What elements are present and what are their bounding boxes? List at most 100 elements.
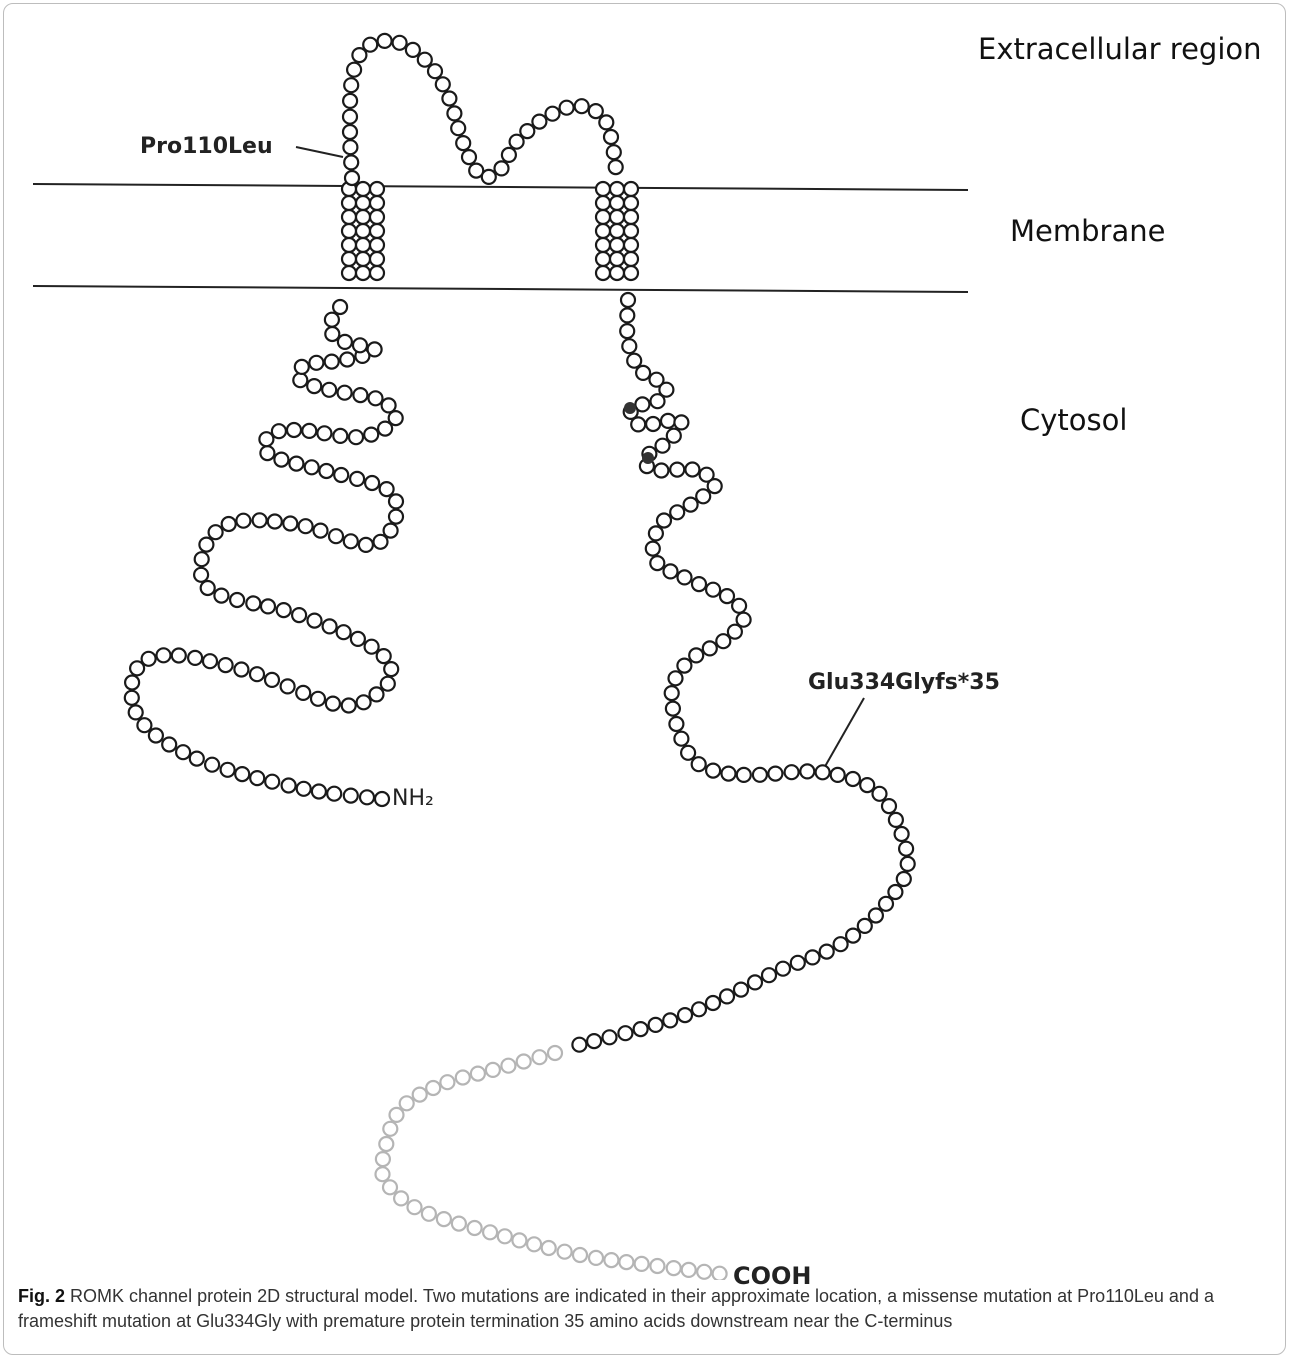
residue-bead (157, 648, 171, 662)
residue-bead (323, 619, 337, 633)
residue-bead (314, 524, 328, 538)
residue-bead (483, 1225, 497, 1239)
residue-bead (287, 423, 301, 437)
residue-bead (636, 366, 650, 380)
residue-bead (380, 482, 394, 496)
residue-bead (624, 266, 638, 280)
residue-bead (363, 38, 377, 52)
residue-bead (596, 210, 610, 224)
romk-structure-diagram (0, 0, 1293, 1280)
residue-bead (501, 1059, 515, 1073)
residue-bead (685, 463, 699, 477)
residue-bead (343, 140, 357, 154)
residue-bead (125, 676, 139, 690)
membrane-outer-line (33, 184, 968, 190)
residue-bead (631, 417, 645, 431)
residue-bead (356, 266, 370, 280)
residue-bead (681, 746, 695, 760)
residue-bead (596, 266, 610, 280)
residue-bead (253, 513, 267, 527)
residue-bead (209, 525, 223, 539)
residue-bead (400, 1096, 414, 1110)
residue-bead (205, 758, 219, 772)
residue-bead (452, 1217, 466, 1231)
residue-bead (236, 514, 250, 528)
residue-bead (753, 768, 767, 782)
residue-bead (573, 1248, 587, 1262)
residue-bead (195, 552, 209, 566)
pro110leu-pointer (296, 147, 343, 157)
residue-bead (678, 1008, 692, 1022)
residue-bead (344, 78, 358, 92)
residue-bead (667, 429, 681, 443)
residue-bead (646, 417, 660, 431)
residue-bead (791, 956, 805, 970)
membrane-label: Membrane (1010, 214, 1165, 248)
residue-bead (596, 252, 610, 266)
residue-bead (502, 148, 516, 162)
residue-bead (383, 1122, 397, 1136)
residue-bead (370, 196, 384, 210)
n-terminus-label: NH₂ (392, 786, 434, 811)
residue-bead (440, 1075, 454, 1089)
residue-bead (610, 210, 624, 224)
residue-bead (142, 652, 156, 666)
residue-bead (129, 705, 143, 719)
residue-bead (246, 596, 260, 610)
residue-bead (532, 115, 546, 129)
caption-text: ROMK channel protein 2D structural model… (18, 1286, 1214, 1331)
residue-bead (748, 975, 762, 989)
residue-bead (393, 36, 407, 50)
residue-bead (365, 476, 379, 490)
residue-bead (663, 1013, 677, 1027)
residue-bead (670, 505, 684, 519)
residue-bead (696, 489, 710, 503)
residue-bead (376, 1167, 390, 1181)
residue-bead (456, 136, 470, 150)
residue-bead (137, 718, 151, 732)
residue-bead (785, 765, 799, 779)
residue-bead (343, 94, 357, 108)
residue-bead (624, 224, 638, 238)
highlighted-residue (642, 452, 654, 464)
residue-bead (201, 581, 215, 595)
residue-bead (462, 150, 476, 164)
residue-bead (322, 383, 336, 397)
residue-bead (125, 691, 139, 705)
residue-bead (325, 355, 339, 369)
residue-bead (635, 1257, 649, 1271)
residue-bead (428, 64, 442, 78)
residue-bead (873, 787, 887, 801)
residue-chain (125, 34, 915, 1280)
residue-bead (442, 92, 456, 106)
residue-bead (305, 460, 319, 474)
residue-bead (768, 767, 782, 781)
residue-bead (260, 446, 274, 460)
residue-bead (384, 662, 398, 676)
residue-bead (762, 968, 776, 982)
residue-bead (368, 342, 382, 356)
residue-bead (692, 1002, 706, 1016)
residue-bead (418, 53, 432, 67)
residue-bead (677, 659, 691, 673)
residue-bead (329, 529, 343, 543)
membrane-inner-line (33, 286, 968, 292)
residue-bead (542, 1241, 556, 1255)
residue-bead (342, 266, 356, 280)
residue-bead (624, 238, 638, 252)
residue-bead (620, 308, 634, 322)
residue-bead (720, 589, 734, 603)
residue-bead (664, 564, 678, 578)
residue-bead (283, 517, 297, 531)
residue-bead (888, 885, 902, 899)
residue-bead (312, 785, 326, 799)
residue-bead (162, 738, 176, 752)
residue-bead (325, 313, 339, 327)
residue-bead (548, 1046, 562, 1060)
residue-bead (214, 589, 228, 603)
residue-bead (634, 1022, 648, 1036)
residue-bead (621, 293, 635, 307)
residue-bead (533, 1050, 547, 1064)
residue-bead (869, 909, 883, 923)
residue-bead (737, 768, 751, 782)
